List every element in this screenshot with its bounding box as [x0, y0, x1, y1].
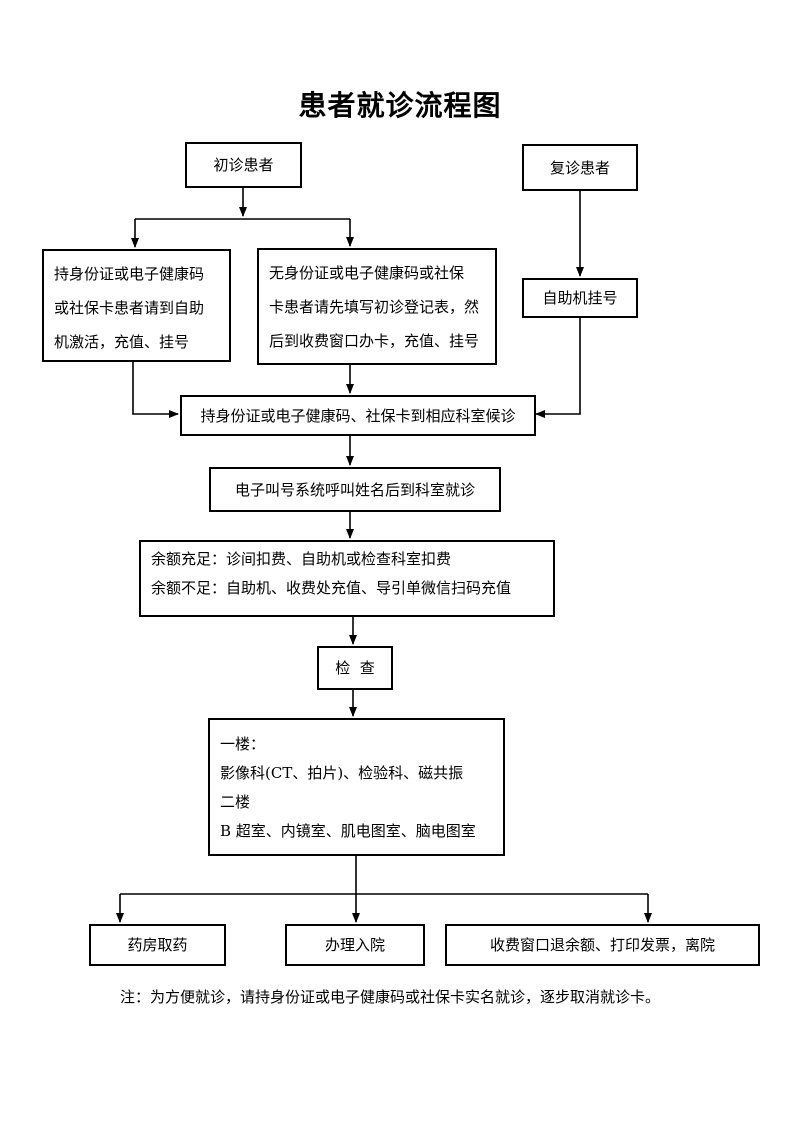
return-visit-box: 复诊患者: [522, 144, 638, 191]
checkout-label: 收费窗口退余额、打印发票，离院: [489, 936, 715, 954]
payment-line-1: 余额充足：诊间扣费、自助机或检查科室扣费: [151, 550, 452, 568]
exam-box: 检 查: [317, 646, 393, 690]
wait-department-box: 持身份证或电子健康码、社保卡到相应科室候诊: [180, 395, 536, 436]
payment-box: 余额充足：诊间扣费、自助机或检查科室扣费 余额不足：自助机、收费处充值、导引单微…: [139, 540, 555, 617]
without-id-line-3: 后到收费窗口办卡，充值、挂号: [269, 332, 480, 350]
floors-line-1: 一楼：: [220, 735, 266, 753]
call-system-box: 电子叫号系统呼叫姓名后到科室就诊: [209, 467, 501, 512]
floors-line-2: 影像科(CT、拍片)、检验科、磁共振: [220, 764, 464, 782]
arrow-kiosk-to-wait: [535, 318, 581, 418]
with-id-box: 持身份证或电子健康码 或社保卡患者请到自助 机激活，充值、挂号: [42, 249, 231, 362]
floors-line-3: 二楼: [220, 793, 251, 811]
kiosk-register-label: 自助机挂号: [542, 289, 618, 307]
floors-box: 一楼： 影像科(CT、拍片)、检验科、磁共振 二楼 B 超室、内镜室、肌电图室、…: [208, 718, 505, 856]
with-id-line-2: 或社保卡患者请到自助: [54, 299, 205, 317]
arrow-with-id-to-wait: [132, 362, 179, 418]
return-visit-label: 复诊患者: [549, 158, 610, 177]
without-id-line-2: 卡患者请先填写初诊登记表，然: [269, 298, 480, 316]
without-id-box: 无身份证或电子健康码或社保 卡患者请先填写初诊登记表，然 后到收费窗口办卡，充值…: [257, 248, 497, 365]
checkout-box: 收费窗口退余额、打印发票，离院: [445, 924, 760, 966]
exam-label: 检 查: [335, 659, 375, 677]
admission-box: 办理入院: [285, 924, 425, 966]
with-id-line-1: 持身份证或电子健康码: [54, 265, 205, 283]
with-id-line-3: 机激活，充值、挂号: [54, 333, 190, 351]
floors-line-4: B 超室、内镜室、肌电图室、脑电图室: [220, 822, 476, 840]
wait-department-label: 持身份证或电子健康码、社保卡到相应科室候诊: [200, 406, 516, 425]
kiosk-register-box: 自助机挂号: [522, 278, 638, 318]
pharmacy-box: 药房取药: [89, 924, 226, 966]
admission-label: 办理入院: [324, 936, 385, 954]
first-visit-label: 初诊患者: [213, 156, 274, 174]
without-id-line-1: 无身份证或电子健康码或社保: [269, 264, 465, 282]
call-system-label: 电子叫号系统呼叫姓名后到科室就诊: [234, 480, 475, 499]
pharmacy-label: 药房取药: [127, 936, 188, 954]
footnote: 注：为方便就诊，请持身份证或电子健康码或社保卡实名就诊，逐步取消就诊卡。: [120, 988, 661, 1006]
page-title: 患者就诊流程图: [298, 89, 502, 122]
payment-line-2: 余额不足：自助机、收费处充值、导引单微信扫码充值: [151, 579, 512, 597]
first-visit-box: 初诊患者: [185, 142, 302, 188]
